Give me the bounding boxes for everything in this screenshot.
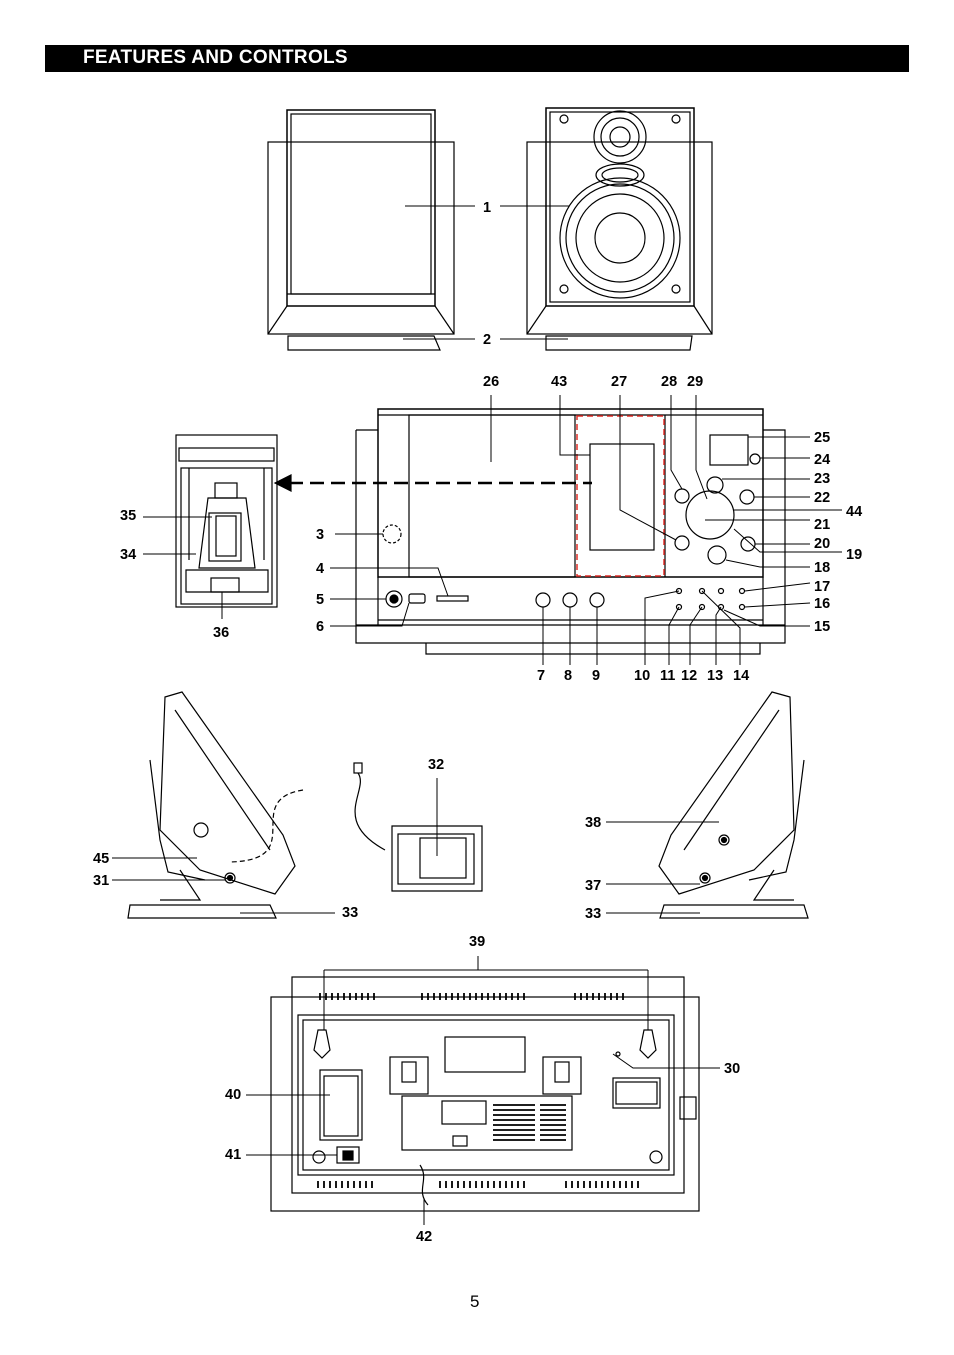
callout-1: 1	[483, 200, 491, 216]
callout-13: 13	[707, 668, 723, 684]
callout-41: 41	[225, 1147, 241, 1163]
callout-9: 9	[592, 668, 600, 684]
callout-43: 43	[551, 374, 567, 390]
callout-24: 24	[814, 452, 830, 468]
callout-34: 34	[120, 547, 136, 563]
callout-21: 21	[814, 517, 830, 533]
section-title: FEATURES AND CONTROLS	[83, 47, 348, 68]
callout-labels: 1 2 3 4 5 6 7 8 9 10 11 12 13 14 15 16 1…	[93, 200, 862, 1245]
rear-view	[270, 976, 700, 1212]
callout-42: 42	[416, 1229, 432, 1245]
callout-26: 26	[483, 374, 499, 390]
callout-32: 32	[428, 757, 444, 773]
callout-36: 36	[213, 625, 229, 641]
callout-33b: 33	[585, 906, 601, 922]
main-unit-front	[355, 408, 786, 655]
speaker-front-woofer	[526, 107, 713, 351]
side-view-right	[658, 691, 809, 919]
section-header-bar: FEATURES AND CONTROLS	[45, 45, 909, 72]
callout-14: 14	[733, 668, 749, 684]
callout-2: 2	[483, 332, 491, 348]
callout-37: 37	[585, 878, 601, 894]
callout-11: 11	[660, 668, 675, 684]
callout-18: 18	[814, 560, 830, 576]
callout-28: 28	[661, 374, 677, 390]
callout-29: 29	[687, 374, 703, 390]
callout-12: 12	[681, 668, 697, 684]
callout-7: 7	[537, 668, 545, 684]
rear-vent-slots	[317, 993, 639, 1188]
callout-35: 35	[120, 508, 136, 524]
callout-20: 20	[814, 536, 830, 552]
callout-33: 33	[342, 905, 358, 921]
callout-5: 5	[316, 592, 324, 608]
callout-25: 25	[814, 430, 830, 446]
callout-39: 39	[469, 934, 485, 950]
callout-4: 4	[316, 561, 324, 577]
callout-3: 3	[316, 527, 324, 543]
callout-10: 10	[634, 668, 650, 684]
callout-44: 44	[846, 504, 862, 520]
callout-31: 31	[93, 873, 109, 889]
side-view-left	[127, 691, 483, 919]
dock-closeup	[175, 434, 278, 608]
leader-lines	[112, 205, 842, 1225]
callout-40: 40	[225, 1087, 241, 1103]
speaker-front-grille	[267, 109, 455, 351]
callout-6: 6	[316, 619, 324, 635]
callout-8: 8	[564, 668, 572, 684]
callout-15: 15	[814, 619, 830, 635]
callout-22: 22	[814, 490, 830, 506]
callout-23: 23	[814, 471, 830, 487]
callout-30: 30	[724, 1061, 740, 1077]
callout-16: 16	[814, 596, 830, 612]
callout-19: 19	[846, 547, 862, 563]
callout-45: 45	[93, 851, 109, 867]
page-number: 5	[470, 1292, 480, 1311]
callout-38: 38	[585, 815, 601, 831]
callout-27: 27	[611, 374, 627, 390]
callout-17: 17	[814, 579, 830, 595]
